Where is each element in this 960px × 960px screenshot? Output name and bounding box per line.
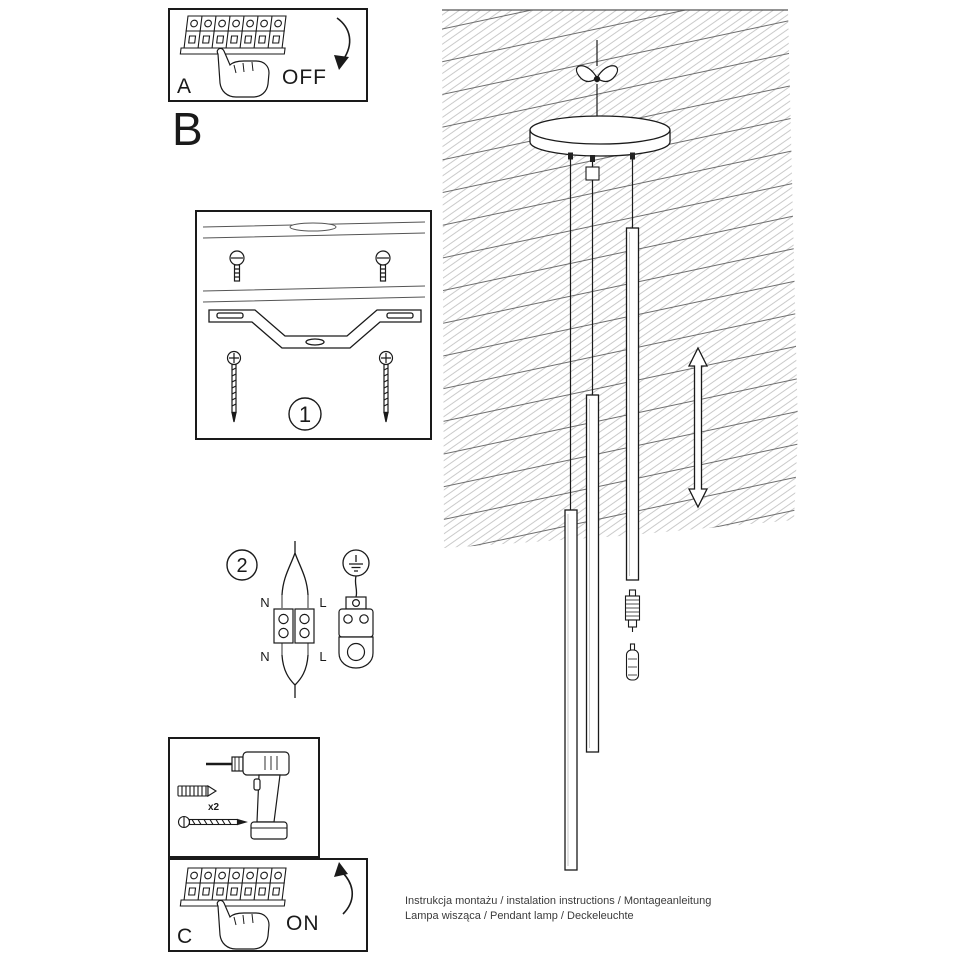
terminal-block-icon (179, 15, 290, 55)
arrow-down-icon (334, 17, 351, 70)
pendant-lamp-illustration (442, 9, 798, 871)
label-live-bottom: L (319, 649, 326, 664)
step-circle (288, 397, 322, 431)
panel-a: A OFF (168, 8, 368, 102)
caption-line-2: Lampa wisząca / Pendant lamp / Deckeleuc… (405, 910, 634, 922)
label-live-top: L (319, 595, 326, 610)
ceiling-hatch (442, 9, 798, 548)
arrow-up-icon (334, 862, 354, 915)
earth-symbol-icon (342, 549, 370, 577)
wall-plug-icon (177, 785, 218, 797)
step-2-number: 2 (236, 555, 247, 577)
short-screw-icon (229, 250, 245, 282)
mounting-bracket-icon (208, 309, 422, 349)
panel-b-label: B (172, 103, 203, 155)
power-on-illustration (179, 862, 354, 950)
double-arrow-icon (687, 346, 709, 509)
panel-a-label: A (177, 75, 192, 98)
canopy-screw (568, 152, 573, 160)
step-1-panel: 1 (195, 210, 432, 440)
step-1-number: 1 (299, 402, 311, 427)
pendant-tubes (564, 227, 640, 871)
plug-count-label: x2 (208, 802, 220, 813)
panel-c: C ON (168, 858, 368, 952)
power-off-illustration (179, 15, 351, 98)
canopy (529, 115, 671, 162)
supply-cable-icon (281, 541, 309, 698)
panel-a-state: OFF (282, 66, 327, 89)
bulb-socket-icon (624, 589, 641, 632)
pendant-tube-middle (585, 394, 600, 753)
label-neutral-top: N (260, 595, 269, 610)
terminal-block-icon (179, 867, 290, 907)
ceiling-hole (289, 222, 337, 232)
screw-icon (177, 815, 248, 829)
long-screw-icon (378, 350, 394, 423)
caption-line-1: Instrukcja montażu / instalation instruc… (405, 895, 712, 907)
pendant-tube-short (625, 227, 640, 581)
suspension-wires (569, 159, 634, 510)
canopy-screw (590, 155, 595, 162)
step-circle (226, 549, 258, 581)
drilling-illustration: x2 (177, 751, 290, 840)
cable-clamp-icon (338, 596, 374, 669)
pendant-tube-long (564, 509, 578, 871)
wiring-illustration: 2 N L N L (226, 541, 374, 698)
hand-icon (216, 47, 270, 98)
fixings-panel: x2 (168, 737, 320, 858)
long-screw-icon (226, 350, 242, 423)
wire-connector-icon (273, 608, 315, 644)
canopy-screw (630, 152, 635, 160)
label-neutral-bottom: N (260, 649, 269, 664)
panel-c-state: ON (286, 912, 320, 935)
panel-c-label: C (177, 925, 193, 948)
hand-icon (216, 899, 270, 950)
short-screw-icon (375, 250, 391, 282)
ceiling-hook-icon (576, 40, 618, 120)
cable-grip-icon (585, 166, 600, 181)
earth-wire (354, 575, 358, 598)
bracket-mounting-illustration: 1 (202, 221, 426, 431)
drill-icon (206, 751, 290, 840)
bulb-icon (625, 643, 640, 681)
